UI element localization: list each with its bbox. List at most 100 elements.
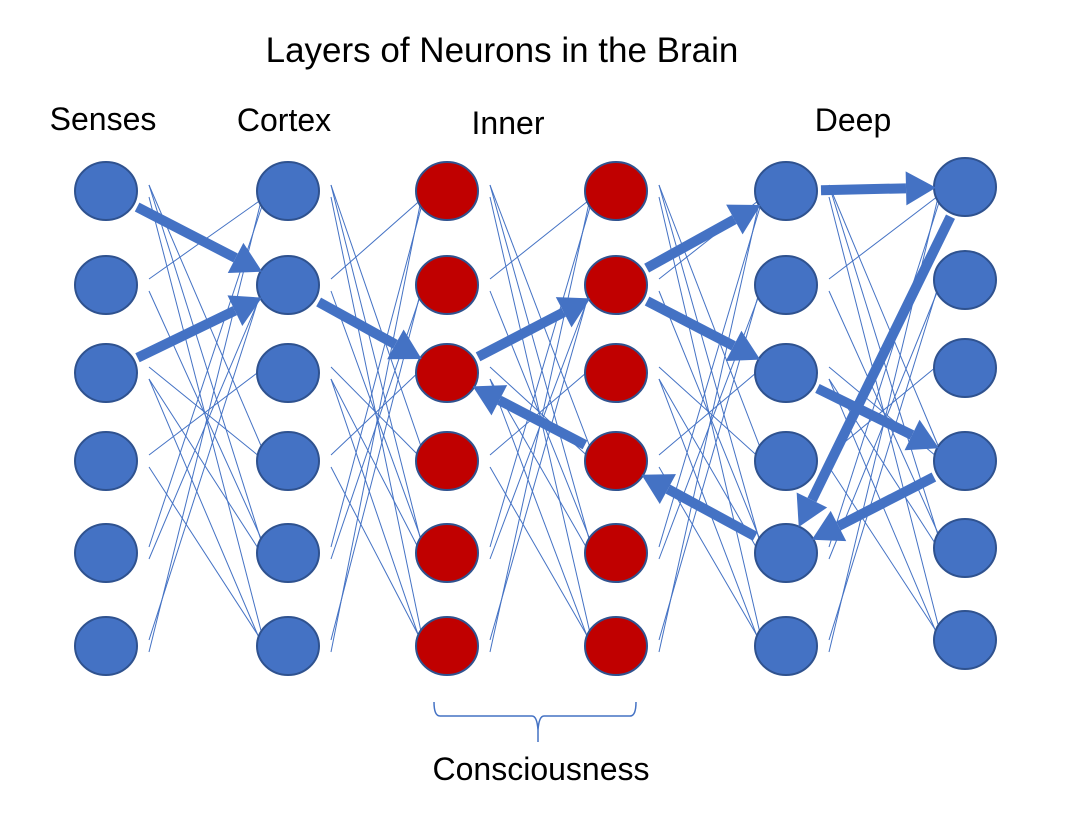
connection-line — [489, 378, 594, 653]
neuron-node-inner-a-4 — [415, 431, 479, 491]
thin-connections — [148, 180, 943, 653]
arrowhead-icon — [641, 474, 676, 505]
connection-line — [148, 378, 266, 560]
signal-arrow — [472, 385, 588, 450]
neuron-node-inner-b-1 — [584, 161, 648, 221]
neuron-node-inner-a-3 — [415, 343, 479, 403]
neuron-node-senses-4 — [74, 431, 138, 491]
arrow-shaft — [497, 395, 588, 450]
arrow-shaft — [665, 484, 758, 541]
column-label-senses: Senses — [50, 101, 157, 137]
signal-arrow — [820, 171, 937, 206]
arrow-shaft — [134, 202, 238, 263]
neuron-node-senses-1 — [74, 161, 138, 221]
neuron-node-cortex-6 — [256, 616, 320, 676]
neuron-node-cortex-4 — [256, 431, 320, 491]
connection-line — [148, 184, 266, 554]
neuron-node-inner-a-2 — [415, 255, 479, 315]
arrowhead-icon — [905, 171, 937, 206]
connection-line — [658, 284, 764, 560]
arrowhead-icon — [811, 510, 847, 542]
connection-line — [828, 361, 943, 456]
connection-line — [828, 184, 943, 456]
connection-line — [330, 366, 425, 456]
neuron-node-inner-b-2 — [584, 255, 648, 315]
neuron-node-inner-b-5 — [584, 523, 648, 583]
neuron-node-deep-b-1 — [933, 157, 997, 217]
signal-arrow — [815, 383, 939, 451]
arrow-shaft — [316, 297, 398, 349]
connection-line — [330, 184, 425, 653]
connection-line — [330, 378, 425, 560]
neuron-node-deep-a-5 — [754, 523, 818, 583]
signal-arrow — [811, 472, 937, 542]
arrow-shaft — [807, 214, 955, 503]
connection-line — [489, 466, 594, 647]
connection-line — [330, 184, 425, 554]
signal-arrow — [475, 297, 591, 362]
arrow-shaft — [135, 306, 238, 363]
connection-line — [330, 196, 425, 548]
neuron-node-inner-b-3 — [584, 343, 648, 403]
arrowhead-icon — [726, 204, 761, 235]
connection-line — [489, 278, 594, 641]
neuron-node-senses-3 — [74, 343, 138, 403]
signal-arrow — [316, 297, 422, 360]
connection-line — [330, 466, 425, 647]
neuron-node-cortex-5 — [256, 523, 320, 583]
column-label-cortex: Cortex — [237, 102, 331, 138]
arrowhead-icon — [227, 295, 262, 326]
arrowhead-icon — [725, 330, 761, 361]
neuron-nodes — [74, 157, 997, 676]
connection-line — [658, 366, 764, 462]
arrowhead-icon — [227, 242, 263, 274]
connection-line — [148, 366, 266, 456]
signal-arrow — [641, 474, 758, 541]
neuron-node-inner-b-4 — [584, 431, 648, 491]
connection-line — [148, 378, 266, 653]
neuron-node-senses-2 — [74, 255, 138, 315]
neuron-node-senses-5 — [74, 523, 138, 583]
arrow-shaft — [644, 215, 737, 273]
neuron-node-deep-b-6 — [933, 610, 997, 670]
connection-line — [658, 184, 764, 456]
connection-line — [489, 184, 594, 554]
neuron-node-inner-a-6 — [415, 616, 479, 676]
connection-line — [148, 284, 266, 560]
connection-line — [828, 466, 943, 641]
connection-line — [828, 192, 943, 280]
arrowhead-icon — [387, 329, 422, 360]
signal-arrow — [135, 295, 262, 363]
arrow-shaft — [836, 472, 937, 531]
neuron-node-deep-a-3 — [754, 343, 818, 403]
neuron-node-cortex-2 — [256, 255, 320, 315]
connection-line — [148, 278, 266, 641]
neuron-node-deep-b-3 — [933, 338, 997, 398]
neuron-node-deep-a-4 — [754, 431, 818, 491]
diagram-title: Layers of Neurons in the Brain — [266, 31, 739, 70]
arrowhead-icon — [555, 297, 591, 328]
neuron-node-inner-a-5 — [415, 523, 479, 583]
neuron-node-inner-a-1 — [415, 161, 479, 221]
neuron-node-deep-b-2 — [933, 250, 997, 310]
connection-line — [489, 196, 594, 548]
connection-line — [489, 366, 594, 456]
connection-line — [489, 196, 594, 280]
connection-line — [148, 466, 266, 647]
signal-arrow — [644, 296, 761, 361]
arrow-shaft — [815, 383, 915, 440]
connection-line — [658, 366, 764, 456]
neuron-node-deep-a-6 — [754, 616, 818, 676]
column-label-deep: Deep — [815, 102, 892, 138]
arrowhead-icon — [904, 419, 939, 451]
signal-arrow — [796, 214, 955, 527]
connection-line — [330, 284, 425, 560]
neuron-node-deep-b-5 — [933, 518, 997, 578]
connection-line — [330, 184, 425, 456]
connection-line — [828, 273, 943, 641]
column-label-inner: Inner — [472, 105, 545, 141]
neuron-node-cortex-3 — [256, 343, 320, 403]
connection-line — [330, 366, 425, 462]
arrowhead-icon — [472, 385, 508, 416]
neuron-node-deep-a-2 — [754, 255, 818, 315]
